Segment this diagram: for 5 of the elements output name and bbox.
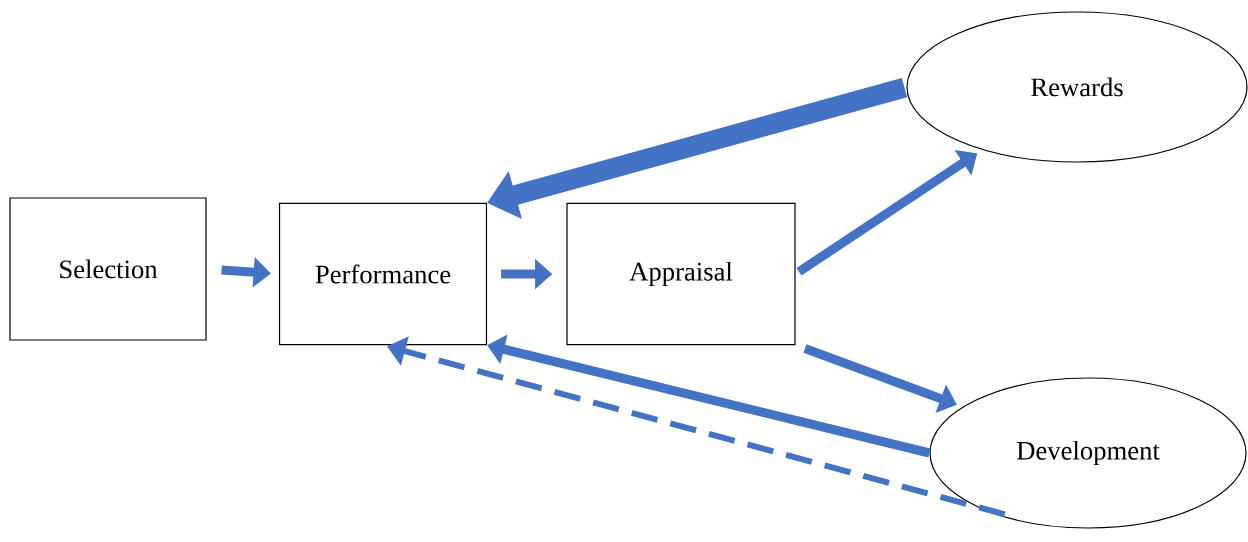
process-box: Selection [9,197,207,341]
process-box: Performance [278,202,488,346]
ellipse-node: Rewards [906,11,1248,163]
ellipse-node: Development [929,377,1247,529]
process-box: Appraisal [566,202,796,346]
